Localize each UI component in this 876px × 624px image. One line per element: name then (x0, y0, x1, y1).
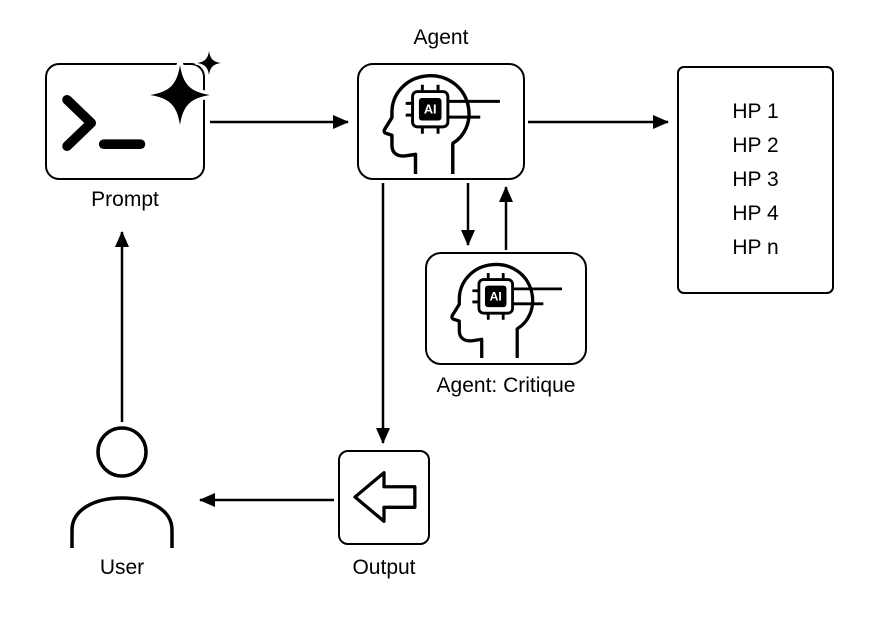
hyperparameter-list: HP 1 HP 2 HP 3 HP 4 HP n (677, 66, 834, 294)
hp-item: HP 4 (732, 202, 779, 225)
critique-head-ai-icon: AI (450, 262, 563, 358)
output-arrow-icon (353, 471, 417, 523)
ai-chip-label: AI (490, 289, 502, 303)
hp-item: HP 1 (732, 100, 779, 123)
agent-head-ai-icon: AI (382, 73, 500, 174)
agent-label: Agent (413, 26, 469, 49)
prompt-label: Prompt (91, 188, 159, 211)
sparkle-icon (146, 49, 223, 129)
hp-item: HP n (732, 236, 779, 259)
ai-chip-label: AI (424, 101, 437, 116)
user-label: User (99, 556, 145, 579)
agent-node: AI (357, 63, 525, 180)
critique-label: Agent: Critique (436, 374, 576, 397)
hp-item: HP 3 (732, 168, 779, 191)
prompt-node (45, 49, 223, 180)
user-person-icon (52, 426, 192, 548)
output-node (338, 450, 430, 545)
critique-node: AI (425, 252, 587, 365)
output-label: Output (352, 556, 416, 579)
hp-item: HP 2 (732, 134, 779, 157)
terminal-prompt-icon (62, 94, 146, 151)
